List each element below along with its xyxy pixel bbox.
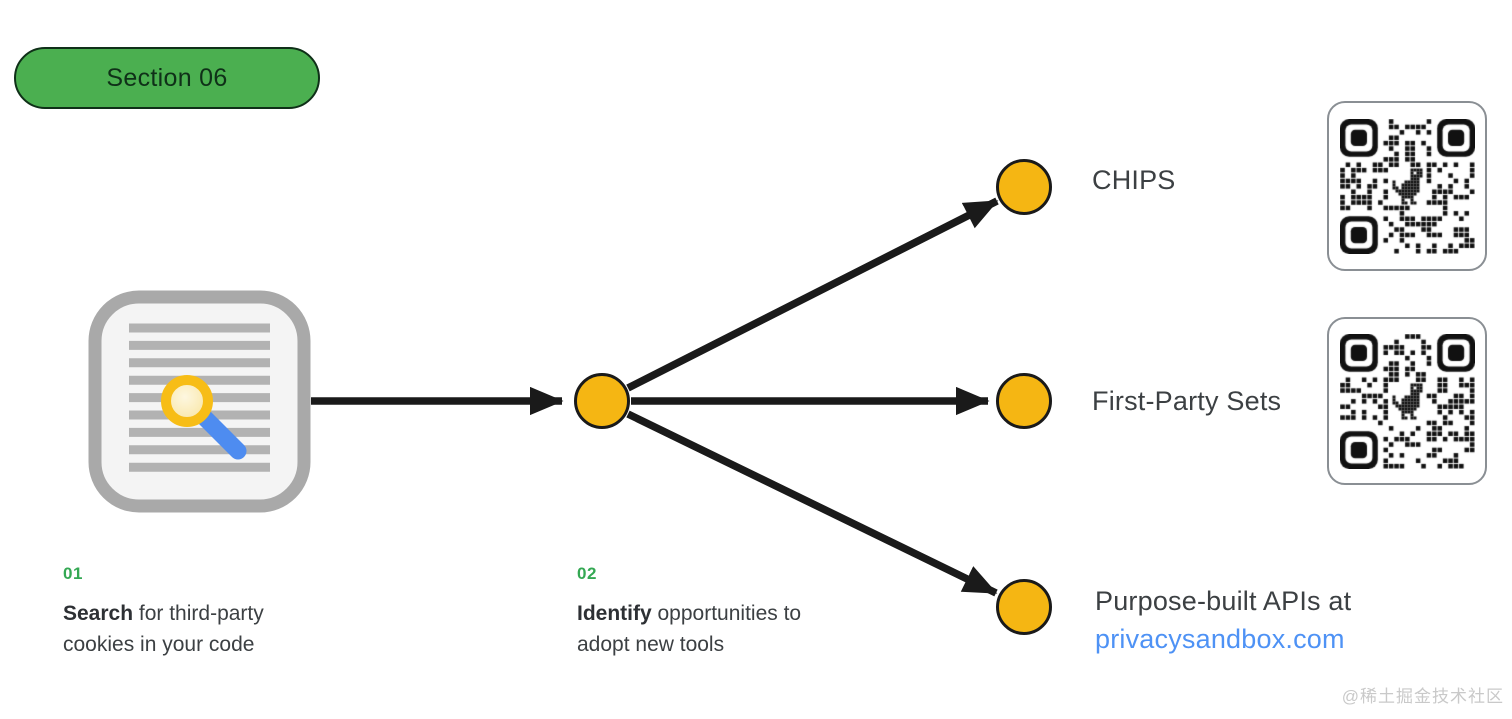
magnifier-icon [161,375,247,460]
label-purpose-apis: Purpose-built APIs at privacysandbox.com [1095,582,1351,658]
label-first-party-sets: First-Party Sets [1092,386,1282,416]
node-chips [996,159,1052,215]
document-search-icon [88,290,311,513]
qr-code-chips [1327,101,1487,271]
label-chips: CHIPS [1092,165,1176,195]
step-1-text: Search for third-party cookies in your c… [63,602,264,656]
qr-code-first-party-sets [1327,317,1487,485]
arrow-hub-to-chips [626,197,999,392]
qr-code-canvas-first-party-sets [1339,333,1475,469]
node-purpose-apis [996,579,1052,635]
label-purpose-line1: Purpose-built APIs at [1095,586,1352,616]
section-badge-label: Section 06 [106,63,228,92]
step-2-text: Identify opportunities to adopt new tool… [577,602,802,656]
step-1-number: 01 [63,564,83,583]
privacysandbox-link[interactable]: privacysandbox.com [1095,624,1345,654]
watermark: @稀土掘金技术社区 [1341,687,1504,706]
step-2-number: 02 [577,564,597,583]
hub-node [574,373,630,429]
qr-code-canvas-chips [1339,118,1475,254]
section-badge: Section 06 [14,47,320,109]
step-1: 01 Search for third-party cookies in you… [63,564,333,660]
node-first-party-sets [996,373,1052,429]
arrow-hub-to-purpose-apis [626,410,998,597]
step-2: 02 Identify opportunities to adopt new t… [577,564,847,660]
